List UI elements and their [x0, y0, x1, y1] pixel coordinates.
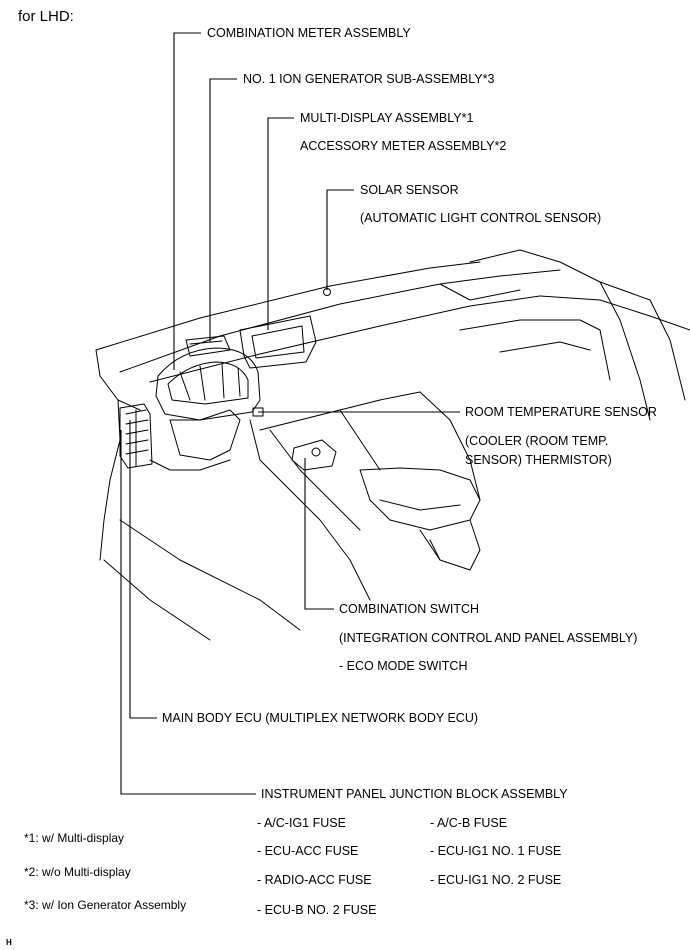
label-ion-generator: NO. 1 ION GENERATOR SUB-ASSEMBLY*3 — [243, 72, 495, 86]
leader-solar-sensor — [326, 189, 354, 290]
header-label: for LHD: — [18, 8, 74, 25]
label-multi-display: MULTI-DISPLAY ASSEMBLY*1 — [300, 111, 474, 125]
cluster-hood — [155, 347, 261, 421]
leader-combination-switch — [304, 458, 334, 610]
footnote-1: *1: w/ Multi-display — [24, 831, 125, 845]
leader-multi-display — [267, 117, 294, 330]
corner-mark: H — [6, 938, 12, 947]
label-combination-switch-sub: (INTEGRATION CONTROL AND PANEL ASSEMBLY) — [339, 631, 638, 645]
fuse-item: - ECU-B NO. 2 FUSE — [257, 903, 377, 917]
windshield-edge — [95, 261, 481, 351]
label-combination-switch: COMBINATION SWITCH — [339, 602, 480, 616]
multi-display-shape — [239, 315, 317, 369]
label-junction-block: INSTRUMENT PANEL JUNCTION BLOCK ASSEMBLY — [261, 787, 568, 801]
footnote-3: *3: w/ Ion Generator Assembly — [24, 898, 187, 912]
combination-switch-shape — [291, 439, 337, 471]
fuse-item: - RADIO-ACC FUSE — [257, 873, 372, 887]
label-room-temp-sub-1: (COOLER (ROOM TEMP. — [465, 434, 609, 448]
fuse-item: - ECU-IG1 NO. 2 FUSE — [430, 873, 562, 887]
label-room-temp-sub-2: SENSOR) THERMISTOR) — [465, 453, 612, 467]
label-solar-sensor: SOLAR SENSOR — [360, 183, 459, 197]
leader-main-body-ecu — [129, 420, 157, 719]
center-armrest — [359, 467, 481, 531]
fuse-item: - ECU-ACC FUSE — [257, 844, 359, 858]
label-solar-sensor-sub: (AUTOMATIC LIGHT CONTROL SENSOR) — [360, 211, 602, 225]
leader-combination-meter — [173, 32, 201, 370]
dash-inner-edge — [149, 295, 541, 383]
leader-junction-block — [120, 430, 256, 795]
fuse-item: - A/C-IG1 FUSE — [257, 816, 346, 830]
label-accessory-meter: ACCESSORY METER ASSEMBLY*2 — [300, 139, 507, 153]
fuse-item: - ECU-IG1 NO. 1 FUSE — [430, 844, 562, 858]
footnote-2: *2: w/o Multi-display — [24, 865, 131, 879]
label-combination-meter: COMBINATION METER ASSEMBLY — [207, 26, 411, 40]
label-room-temp-sensor: ROOM TEMPERATURE SENSOR — [465, 405, 657, 419]
fuse-item: - A/C-B FUSE — [430, 816, 508, 830]
dash-top-edge — [119, 269, 561, 373]
junction-block-shape — [119, 403, 153, 469]
leader-ion-generator — [209, 78, 237, 342]
leader-lines — [120, 32, 460, 795]
ion-generator-shape — [185, 335, 231, 357]
label-main-body-ecu: MAIN BODY ECU (MULTIPLEX NETWORK BODY EC… — [162, 711, 479, 725]
label-eco-mode-switch: - ECO MODE SWITCH — [339, 659, 468, 673]
